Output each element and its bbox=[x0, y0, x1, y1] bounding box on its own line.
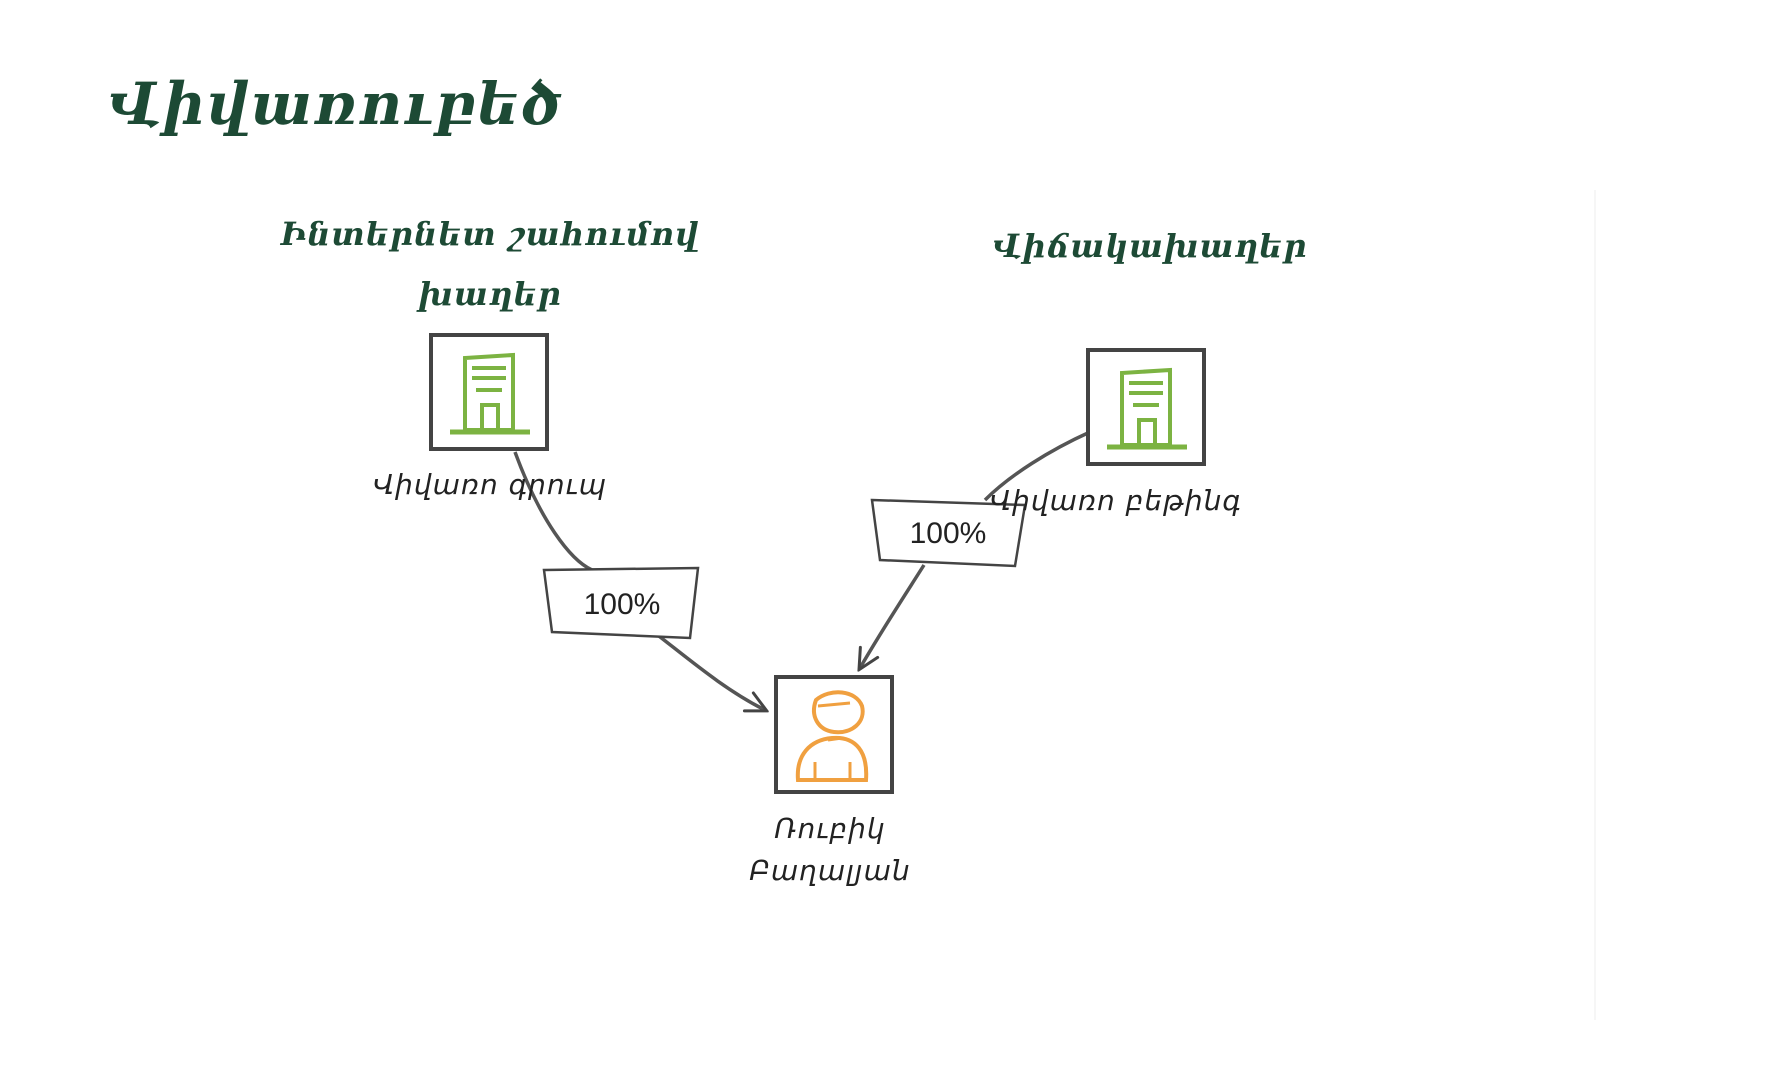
page-title: Վիվառուբեծ bbox=[108, 70, 564, 138]
section-heading-online-games: Ինտերնետ շահումով խաղեր bbox=[280, 215, 700, 313]
section-heading-lotteries: Վիճակախաղեր bbox=[992, 227, 1308, 265]
ownership-percent-betting: 100% bbox=[910, 517, 987, 550]
edge-group-to-person bbox=[513, 451, 593, 572]
edge-betting-to-person bbox=[983, 430, 1091, 502]
node-label-vivaro-group: Վիվառո գրուպ bbox=[372, 468, 608, 501]
person-icon bbox=[795, 690, 869, 782]
office-building-icon bbox=[1107, 367, 1187, 450]
office-building-icon bbox=[450, 352, 530, 435]
ownership-percent-group: 100% bbox=[584, 588, 661, 621]
edge-label-betting: 100% bbox=[870, 498, 1027, 568]
node-person[interactable] bbox=[774, 675, 894, 794]
edge-betting-to-person-tail bbox=[860, 564, 926, 668]
node-vivaro-group[interactable] bbox=[429, 333, 549, 451]
divider bbox=[1594, 190, 1596, 1020]
node-label-person: Ռուբիկ Բաղալյան bbox=[749, 812, 911, 887]
node-label-vivaro-betting: Վիվառո բեթինգ bbox=[990, 484, 1242, 517]
node-vivaro-betting[interactable] bbox=[1086, 348, 1206, 466]
edge-group-to-person-tail bbox=[653, 631, 765, 710]
edge-label-group: 100% bbox=[542, 566, 700, 640]
